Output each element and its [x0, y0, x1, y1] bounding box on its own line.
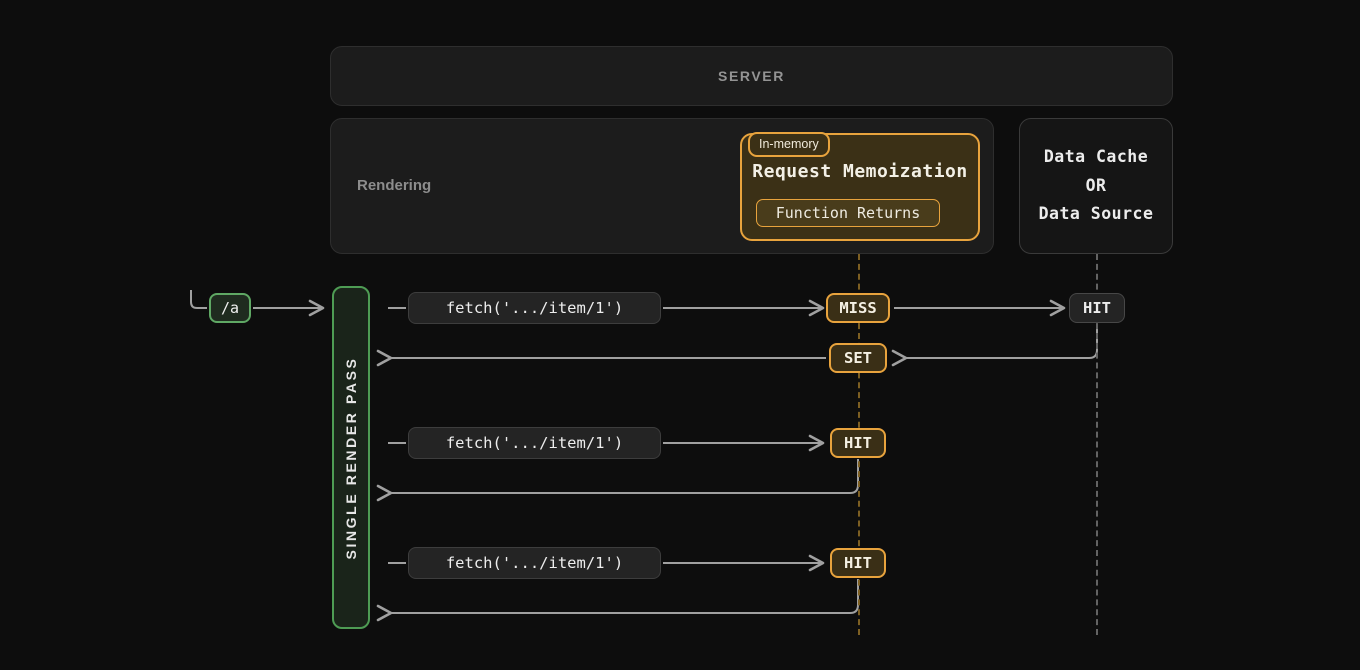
- server-panel: SERVER: [330, 46, 1173, 106]
- server-label: SERVER: [718, 68, 785, 84]
- set-status-badge: SET: [829, 343, 887, 373]
- rendering-label: Rendering: [357, 177, 432, 194]
- fetch-call-text: fetch('.../item/1'): [445, 434, 624, 452]
- in-memory-tag: In-memory: [748, 132, 830, 157]
- function-returns-chip: Function Returns: [756, 199, 940, 227]
- memo-status-label: HIT: [844, 434, 872, 452]
- data-cache-line-1: Data Cache: [1043, 147, 1149, 167]
- route-badge[interactable]: /a: [209, 293, 251, 323]
- data-cache-line-2: OR: [1085, 175, 1107, 195]
- memo-status-badge-row-3: HIT: [830, 548, 886, 578]
- fetch-pill-row-2: fetch('.../item/1'): [408, 427, 661, 459]
- data-cache-line-3: Data Source: [1038, 204, 1154, 224]
- set-status-label: SET: [844, 349, 872, 367]
- single-render-pass-column: SINGLE RENDER PASS: [332, 286, 370, 629]
- request-memoization-title: Request Memoization: [752, 161, 968, 182]
- request-memoization-box: Request Memoization Function Returns: [740, 133, 980, 241]
- fetch-call-text: fetch('.../item/1'): [445, 299, 624, 317]
- fetch-call-text: fetch('.../item/1'): [445, 554, 624, 572]
- single-render-pass-label: SINGLE RENDER PASS: [343, 356, 359, 559]
- memo-status-badge-row-1: MISS: [826, 293, 890, 323]
- cache-status-label: HIT: [1083, 299, 1111, 317]
- fetch-pill-row-1: fetch('.../item/1'): [408, 292, 661, 324]
- data-cache-lifeline: [1096, 254, 1098, 635]
- route-badge-label: /a: [220, 299, 240, 317]
- memo-status-label: HIT: [844, 554, 872, 572]
- memo-status-label: MISS: [839, 299, 877, 317]
- cache-status-badge-row-1: HIT: [1069, 293, 1125, 323]
- fetch-pill-row-3: fetch('.../item/1'): [408, 547, 661, 579]
- memo-status-badge-row-2: HIT: [830, 428, 886, 458]
- data-cache-panel: Data Cache OR Data Source: [1019, 118, 1173, 254]
